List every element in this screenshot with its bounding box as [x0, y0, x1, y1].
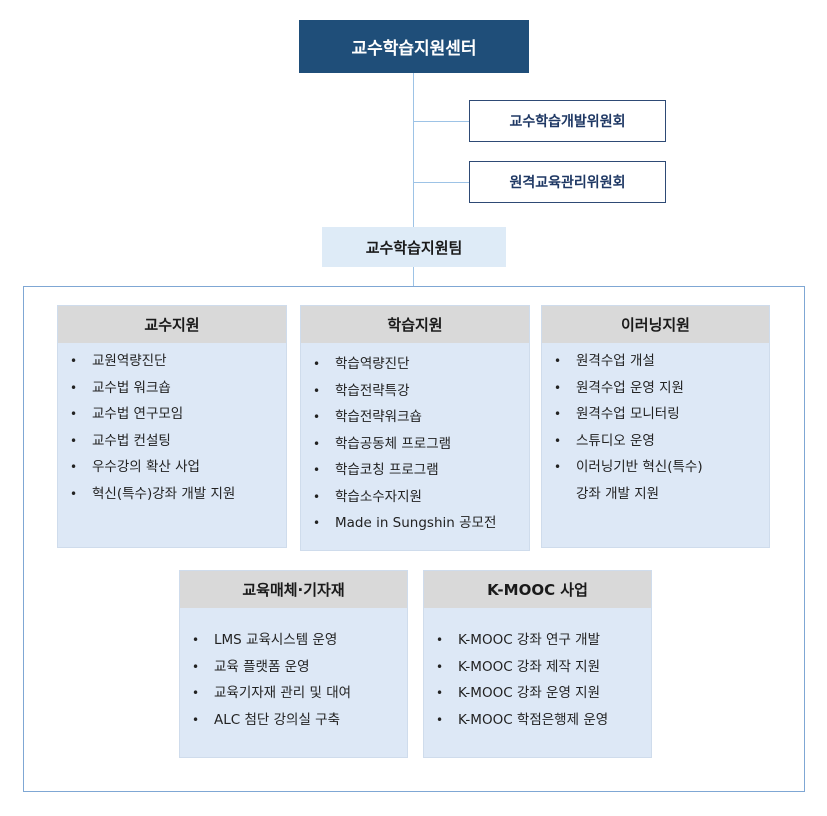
bullet-icon: •	[192, 633, 200, 647]
panel-header: 학습지원	[301, 306, 529, 343]
panel-item-list: •학습역량진단 •학습전략특강 •학습전략워크숍 •학습공동체 프로그램 •학습…	[301, 351, 529, 537]
list-item: •교수법 컨설팅	[58, 428, 286, 455]
bullet-icon: •	[70, 354, 78, 368]
team-title: 교수학습지원팀	[365, 238, 463, 257]
list-item: •교원역량진단	[58, 348, 286, 375]
bullet-icon: •	[436, 712, 444, 727]
list-item-continuation: 강좌 개발 지원	[576, 485, 660, 502]
list-item: •교수법 연구모임	[58, 401, 286, 428]
list-item: •Made in Sungshin 공모전	[301, 510, 529, 537]
list-item: •원격수업 모니터링	[542, 401, 769, 428]
list-item: •학습전략특강	[301, 378, 529, 405]
bullet-icon: •	[554, 433, 562, 448]
bullet-icon: •	[554, 407, 562, 421]
bullet-icon: •	[70, 486, 78, 501]
panel-item-list: •K-MOOC 강좌 연구 개발 •K-MOOC 강좌 제작 지원 •K-MOO…	[424, 627, 651, 733]
bullet-icon: •	[313, 410, 321, 424]
bullet-icon: •	[70, 460, 78, 474]
bullet-icon: •	[70, 407, 78, 421]
list-item: •K-MOOC 강좌 제작 지원	[424, 654, 651, 681]
bullet-icon: •	[436, 686, 444, 700]
list-item: •학습전략워크숍	[301, 404, 529, 431]
list-item: •교육 플랫폼 운영	[180, 654, 407, 681]
list-item: •학습소수자지원	[301, 484, 529, 511]
list-item: •원격수업 개설	[542, 348, 769, 375]
list-item: •우수강의 확산 사업	[58, 454, 286, 481]
list-item: •이러닝기반 혁신(특수)	[542, 454, 769, 481]
panel-elearning-support: 이러닝지원 •원격수업 개설 •원격수업 운영 지원 •원격수업 모니터링 •스…	[541, 305, 770, 548]
committee-box-1: 교수학습개발위원회	[469, 100, 666, 142]
list-item: •스튜디오 운영	[542, 428, 769, 455]
list-item: •K-MOOC 강좌 운영 지원	[424, 680, 651, 707]
bullet-icon: •	[70, 380, 78, 395]
panel-learning-support: 학습지원 •학습역량진단 •학습전략특강 •학습전략워크숍 •학습공동체 프로그…	[300, 305, 530, 551]
list-item: •K-MOOC 강좌 연구 개발	[424, 627, 651, 654]
panel-header: 이러닝지원	[542, 306, 769, 343]
panel-kmooc: K-MOOC 사업 •K-MOOC 강좌 연구 개발 •K-MOOC 강좌 제작…	[423, 570, 652, 758]
list-item: •교수법 워크숍	[58, 375, 286, 402]
list-item: •학습코칭 프로그램	[301, 457, 529, 484]
list-item: •LMS 교육시스템 운영	[180, 627, 407, 654]
connector-committee-2	[413, 182, 469, 183]
bullet-icon: •	[436, 633, 444, 647]
bullet-icon: •	[313, 383, 321, 398]
list-item: •혁신(특수)강좌 개발 지원	[58, 481, 286, 508]
bullet-icon: •	[313, 357, 321, 371]
connector-main-vertical	[413, 73, 414, 227]
center-title: 교수학습지원센터	[351, 39, 477, 59]
panel-teaching-support: 교수지원 •교원역량진단 •교수법 워크숍 •교수법 연구모임 •교수법 컨설팅…	[57, 305, 287, 548]
panel-header: 교육매체·기자재	[180, 571, 407, 608]
committee-box-2: 원격교육관리위원회	[469, 161, 666, 203]
list-item: •K-MOOC 학점은행제 운영	[424, 707, 651, 734]
panel-header: 교수지원	[58, 306, 286, 343]
bullet-icon: •	[313, 489, 321, 504]
team-title-box: 교수학습지원팀	[322, 227, 506, 267]
panel-item-list: •원격수업 개설 •원격수업 운영 지원 •원격수업 모니터링 •스튜디오 운영…	[542, 348, 769, 507]
bullet-icon: •	[554, 380, 562, 395]
list-item: •학습역량진단	[301, 351, 529, 378]
list-item: •교육기자재 관리 및 대여	[180, 680, 407, 707]
list-item: •ALC 첨단 강의실 구축	[180, 707, 407, 734]
bullet-icon: •	[554, 354, 562, 368]
center-title-box: 교수학습지원센터	[299, 20, 529, 73]
list-item: •원격수업 운영 지원	[542, 375, 769, 402]
bullet-icon: •	[70, 433, 78, 448]
bullet-icon: •	[436, 659, 444, 674]
bullet-icon: •	[192, 686, 200, 700]
committee-label-1: 교수학습개발위원회	[509, 114, 626, 130]
bullet-icon: •	[313, 463, 321, 477]
team-functions-frame	[23, 286, 805, 792]
bullet-icon: •	[554, 460, 562, 474]
bullet-icon: •	[192, 659, 200, 674]
panel-item-list: •LMS 교육시스템 운영 •교육 플랫폼 운영 •교육기자재 관리 및 대여 …	[180, 627, 407, 733]
bullet-icon: •	[192, 712, 200, 727]
bullet-icon: •	[313, 516, 321, 530]
committee-label-2: 원격교육관리위원회	[509, 175, 626, 191]
list-item: •학습공동체 프로그램	[301, 431, 529, 458]
panel-item-list: •교원역량진단 •교수법 워크숍 •교수법 연구모임 •교수법 컨설팅 •우수강…	[58, 348, 286, 507]
connector-team-vertical	[413, 267, 414, 286]
panel-media-equipment: 교육매체·기자재 •LMS 교육시스템 운영 •교육 플랫폼 운영 •교육기자재…	[179, 570, 408, 758]
connector-committee-1	[413, 121, 469, 122]
bullet-icon: •	[313, 436, 321, 451]
panel-header: K-MOOC 사업	[424, 571, 651, 608]
